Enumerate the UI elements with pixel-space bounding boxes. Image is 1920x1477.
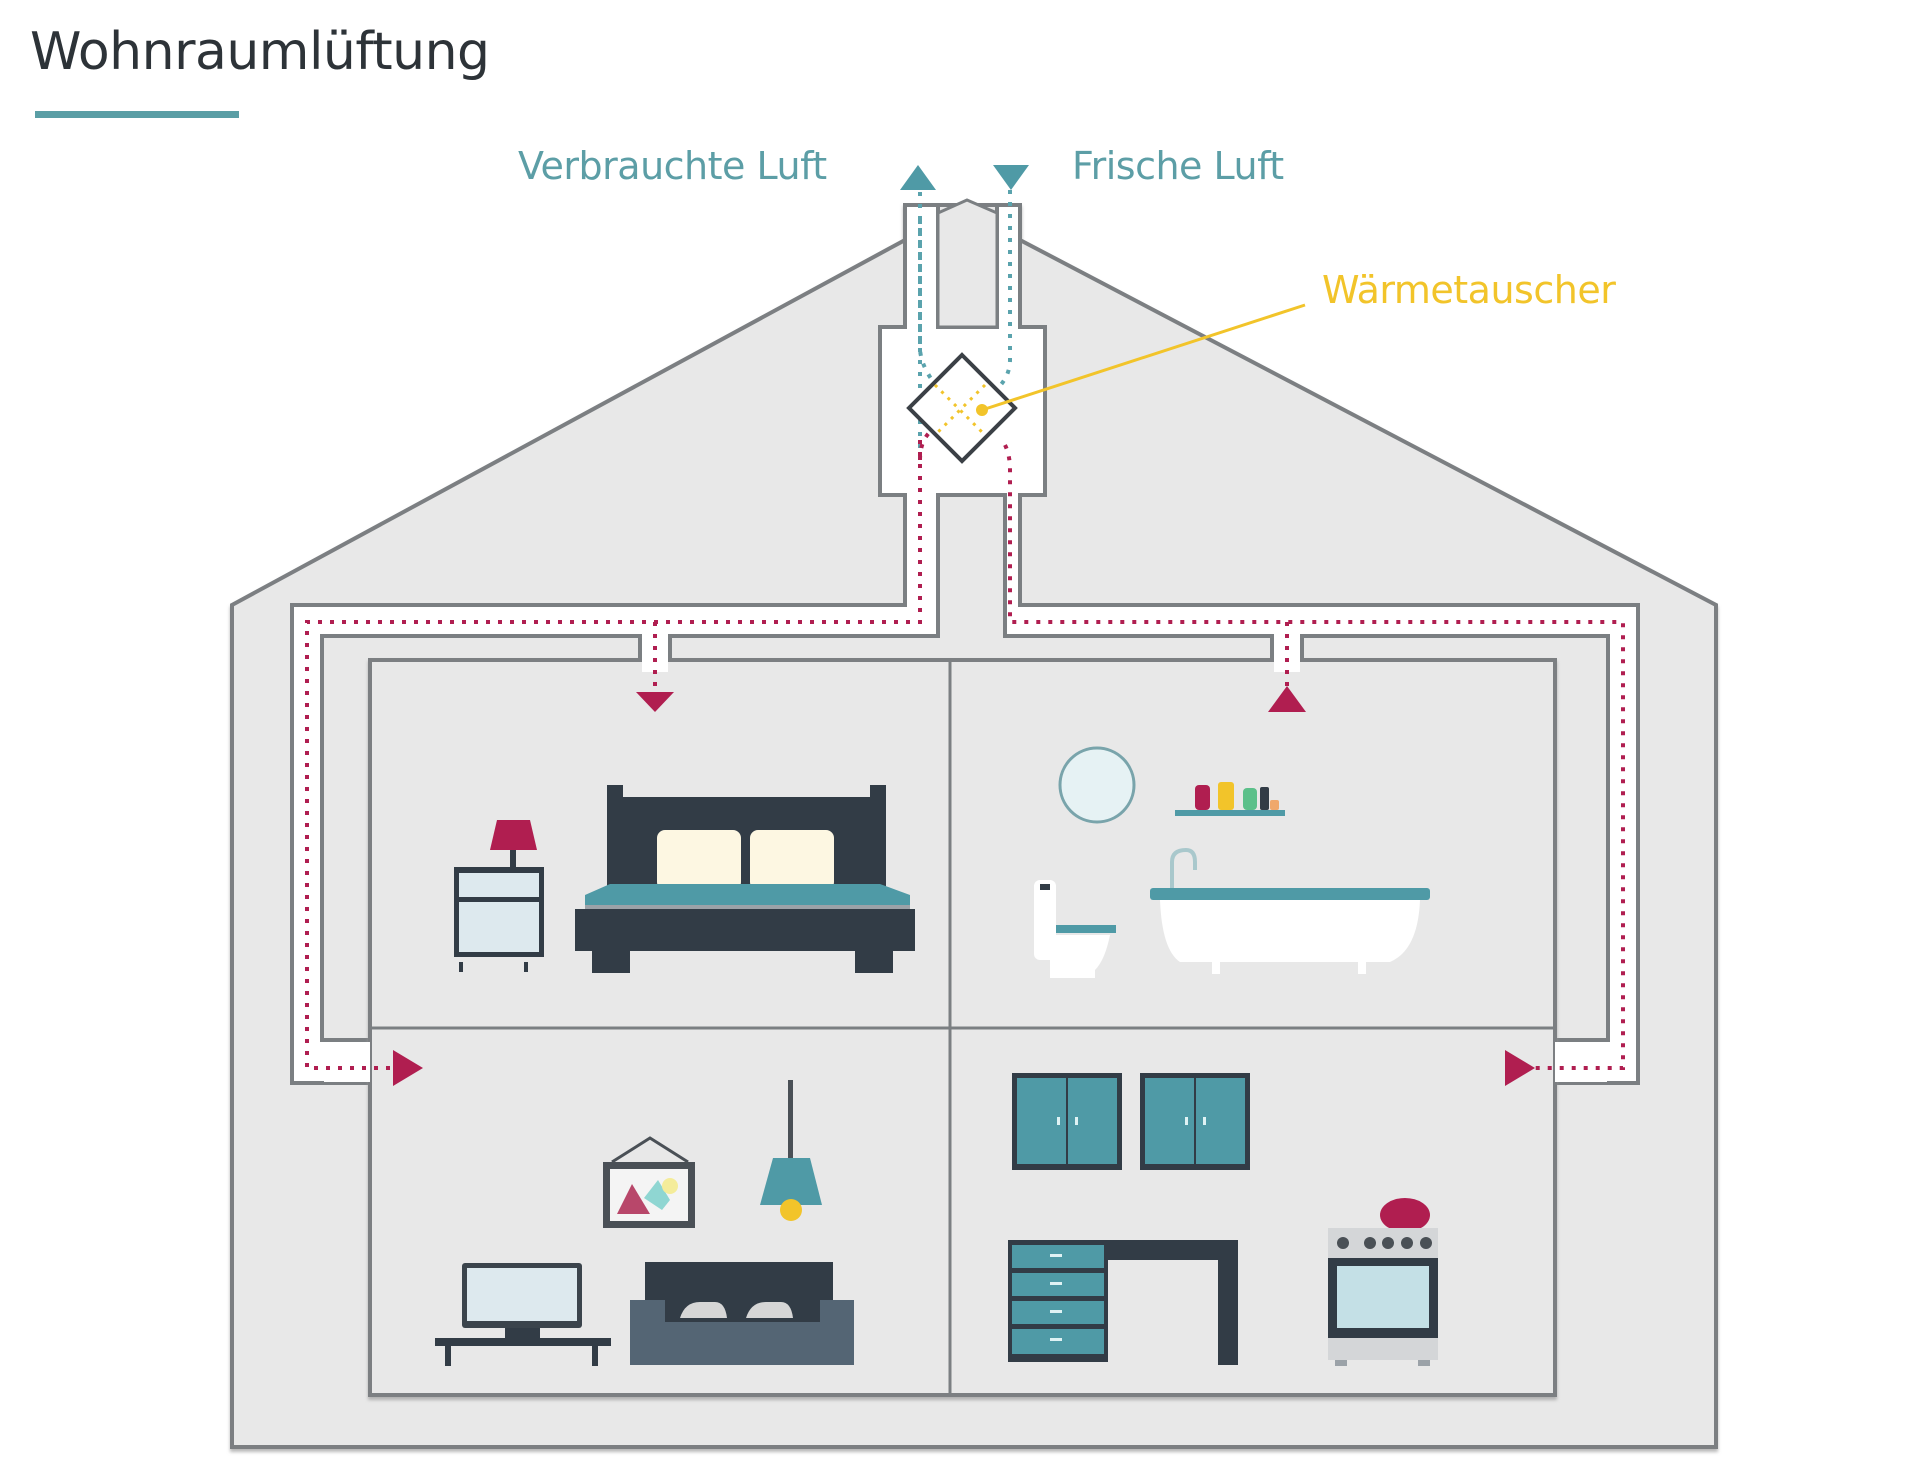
supply-outlet-bedroom-icon [636,692,674,712]
heat-exchanger-leader-line [981,303,1306,412]
exhaust-air-label: Verbrauchte Luft [518,144,827,188]
shelf [1175,782,1285,816]
extract-inlet-bathroom-icon [1268,686,1306,712]
extract-inlet-kitchen-icon [1505,1050,1535,1086]
supply-air-flow [305,428,1625,1070]
wall-cabinet-left [1012,1073,1122,1170]
fresh-arrow-down-icon [993,165,1029,190]
heat-exchanger [906,303,1306,464]
wall-cabinet-right [1140,1073,1250,1170]
toilet [1034,880,1116,978]
stove [1328,1198,1438,1366]
bathtub [1150,847,1430,974]
supply-outlet-living-icon [393,1050,423,1086]
living-room [435,1080,854,1366]
picture [603,1136,695,1228]
title-underline [35,111,239,118]
kitchen [1008,1073,1438,1366]
nightstand [454,820,544,972]
bed [575,785,915,973]
fresh-air-label: Frische Luft [1072,144,1284,188]
pendant-lamp [760,1080,822,1221]
desk-drawers [1008,1240,1238,1365]
tv [435,1263,611,1366]
bedroom [454,785,915,973]
page-title: Wohnraumlüftung [30,22,490,82]
bathroom [1034,746,1430,978]
mirror [1058,746,1136,824]
sofa [630,1262,854,1365]
heat-exchanger-label: Wärmetauscher [1322,268,1616,312]
exhaust-arrow-up-icon [900,165,936,190]
